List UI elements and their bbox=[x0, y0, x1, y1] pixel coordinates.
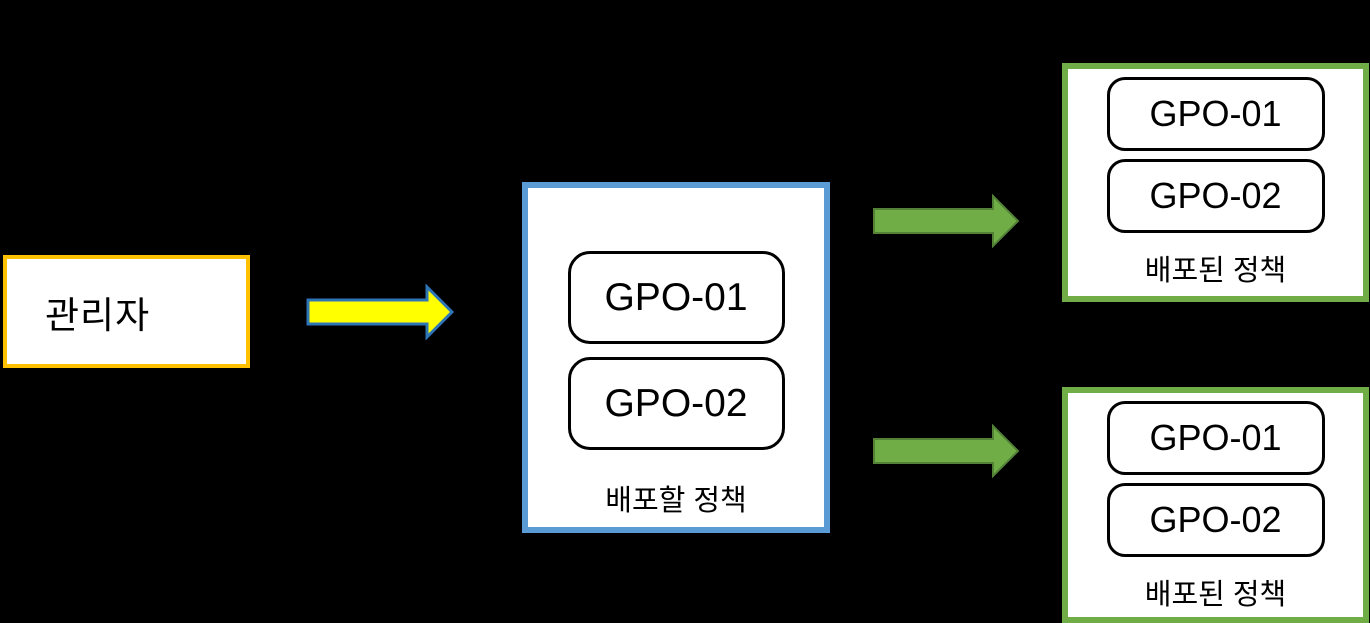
gpo-item-label: GPO-01 bbox=[1149, 93, 1282, 134]
gpo-item: GPO-02 bbox=[1106, 159, 1325, 233]
gpo-item-label: GPO-02 bbox=[1149, 499, 1282, 540]
gpo-item: GPO-02 bbox=[1106, 483, 1325, 557]
deployed-policy-box-bottom: GPO-01 GPO-02 배포된 정책 bbox=[1062, 387, 1369, 623]
gpo-item-label: GPO-01 bbox=[1149, 417, 1282, 458]
gpo-item: GPO-01 bbox=[1106, 77, 1325, 151]
gpo-item: GPO-01 bbox=[567, 251, 785, 344]
gpo-item-label: GPO-02 bbox=[604, 381, 748, 425]
right-arrow-icon bbox=[306, 284, 454, 340]
deployed-policy-caption: 배포된 정책 bbox=[1144, 579, 1287, 611]
deployed-policy-caption: 배포된 정책 bbox=[1144, 255, 1287, 287]
gpo-item-label: GPO-02 bbox=[1149, 175, 1282, 216]
admin-box-label: 관리자 bbox=[45, 294, 151, 336]
deploy-policy-caption: 배포할 정책 bbox=[605, 485, 747, 517]
gpo-item: GPO-02 bbox=[567, 357, 785, 450]
right-arrow-icon bbox=[873, 423, 1020, 479]
admin-box: 관리자 bbox=[3, 255, 250, 368]
deployed-policy-box-top: GPO-01 GPO-02 배포된 정책 bbox=[1062, 63, 1369, 302]
deploy-policy-box: GPO-01 GPO-02 배포할 정책 bbox=[522, 182, 830, 533]
right-arrow-icon bbox=[873, 193, 1020, 249]
gpo-item: GPO-01 bbox=[1106, 401, 1325, 475]
gpo-item-label: GPO-01 bbox=[604, 275, 748, 319]
